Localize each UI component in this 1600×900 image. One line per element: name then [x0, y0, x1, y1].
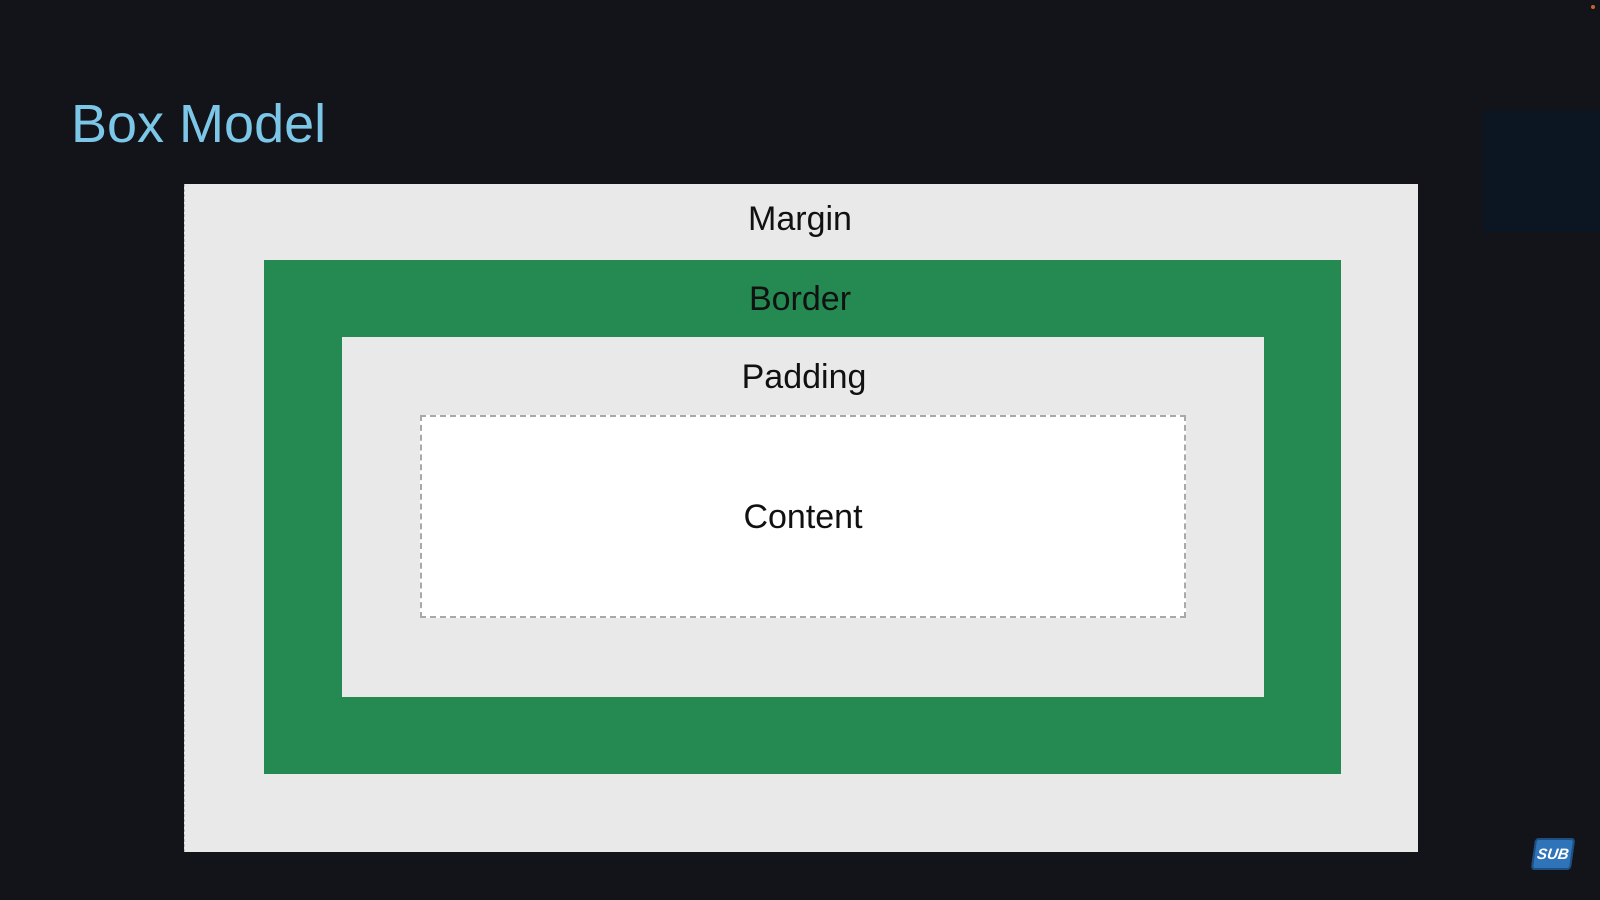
content-layer: Content — [420, 415, 1186, 618]
padding-label: Padding — [741, 358, 867, 396]
slide-title: Box Model — [71, 94, 327, 154]
corner-panel — [1483, 110, 1600, 232]
border-label: Border — [748, 280, 852, 318]
margin-label: Margin — [748, 200, 852, 238]
corner-dot — [1591, 5, 1595, 9]
sub-logo-icon: SUB — [1530, 838, 1576, 870]
content-label: Content — [743, 497, 863, 536]
